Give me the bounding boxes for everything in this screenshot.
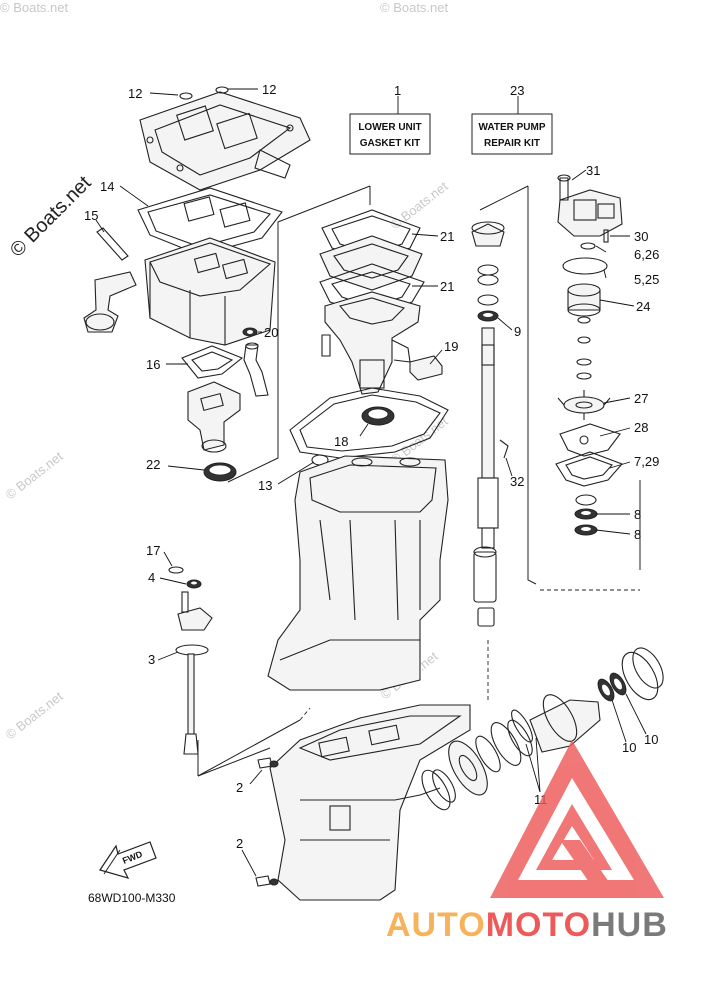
callout-numbers: 1 23 12 12 14 15 16 20 22 21 21 19 18 13…	[84, 82, 659, 851]
kit-number: 1	[394, 83, 401, 98]
brand-part-hub: HUB	[591, 906, 668, 944]
callout-32: 32	[510, 474, 524, 489]
watermark-faint: © Boats.net	[3, 688, 66, 742]
callout-30: 30	[634, 229, 648, 244]
callout-12: 12	[128, 86, 142, 101]
callout-4: 4	[148, 570, 155, 585]
kit-line-1: WATER PUMP	[478, 122, 545, 133]
callout-9: 9	[514, 324, 521, 339]
callout-19: 19	[444, 339, 458, 354]
callout-7-29: 7,29	[634, 454, 659, 469]
callout-12: 12	[262, 82, 276, 97]
exploded-view-frames	[197, 185, 641, 777]
diagram-code: 68WD100-M330	[88, 891, 176, 905]
upper-casing-assembly	[83, 86, 311, 482]
callout-8: 8	[634, 507, 641, 522]
callout-8: 8	[634, 527, 641, 542]
callout-2: 2	[236, 780, 243, 795]
water-pump-assembly	[555, 174, 623, 536]
propeller-shaft-assembly	[421, 647, 664, 811]
kit-line-1: LOWER UNIT	[358, 122, 421, 133]
impeller	[557, 390, 611, 420]
brand-part-auto: AUTO	[386, 906, 486, 944]
lower-unit-gasket-kit: LOWER UNIT GASKET KIT	[349, 96, 431, 155]
shift-rod-assembly	[168, 566, 213, 755]
callout-31: 31	[586, 163, 600, 178]
kit-number: 23	[510, 83, 524, 98]
callout-2: 2	[236, 836, 243, 851]
side-watermark: © Boats.net	[6, 172, 96, 262]
callout-6-26: 6,26	[634, 247, 659, 262]
callout-28: 28	[634, 420, 648, 435]
leader-lines	[95, 88, 647, 877]
callout-13: 13	[258, 478, 272, 493]
callout-21: 21	[440, 229, 454, 244]
water-pump-repair-kit: WATER PUMP REPAIR KIT	[471, 96, 553, 155]
callout-20: 20	[264, 325, 278, 340]
drive-shaft-assembly	[471, 221, 509, 627]
callout-5-25: 5,25	[634, 272, 659, 287]
brand-logo: AUTOMOTOHUB	[386, 740, 668, 944]
callout-16: 16	[146, 357, 160, 372]
watermark-faint: © Boats.net	[3, 448, 66, 502]
kit-line-2: REPAIR KIT	[484, 138, 540, 149]
callout-17: 17	[146, 543, 160, 558]
watermark-faint: © Boats.net	[0, 0, 69, 15]
callout-14: 14	[100, 179, 114, 194]
kit-line-2: GASKET KIT	[360, 138, 421, 149]
exhaust-guide-assembly	[289, 209, 449, 466]
callout-18: 18	[334, 434, 348, 449]
brand-triangle-mark	[490, 740, 664, 898]
callout-22: 22	[146, 457, 160, 472]
brand-wordmark: AUTOMOTOHUB	[386, 906, 668, 944]
callout-10: 10	[644, 732, 658, 747]
callout-10: 10	[622, 740, 636, 755]
callout-15: 15	[84, 208, 98, 223]
lower-casing	[255, 704, 471, 901]
fwd-arrow: FWD	[99, 841, 157, 879]
upper-casing	[267, 455, 449, 691]
callout-21: 21	[440, 279, 454, 294]
callout-3: 3	[148, 652, 155, 667]
brand-part-moto: MOTO	[486, 906, 591, 944]
watermark-faint: © Boats.net	[380, 0, 449, 15]
callout-24: 24	[636, 299, 650, 314]
callout-27: 27	[634, 391, 648, 406]
